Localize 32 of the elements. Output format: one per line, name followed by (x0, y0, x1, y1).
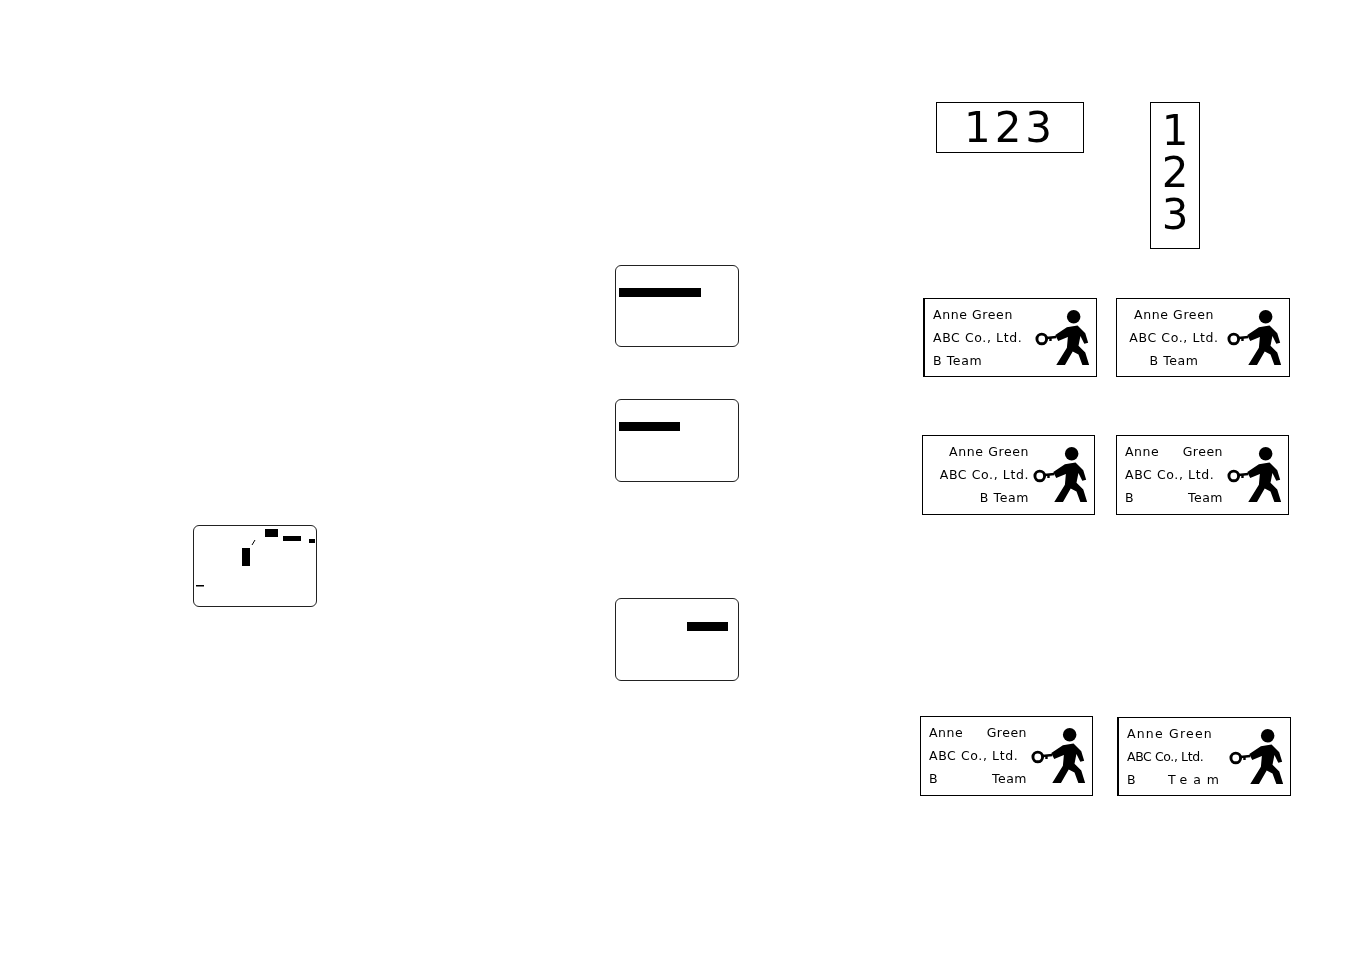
label-text: B Team (933, 353, 984, 369)
label-text: B Team (1127, 772, 1225, 788)
label-text: B Team (1148, 353, 1200, 369)
label-tape (920, 716, 1093, 796)
label-text: Anne Green (1133, 307, 1215, 323)
label-text: 123 (962, 103, 1058, 153)
lcd-screen (615, 598, 739, 681)
label-tape (1116, 435, 1289, 515)
label-tape (923, 298, 1097, 377)
label-text: ABC Co., Ltd. (929, 748, 1020, 764)
label-text: Anne Green (948, 444, 1029, 460)
label-text: 1 2 3 (1160, 105, 1190, 236)
label-tape (922, 435, 1095, 515)
lcd-screen (615, 399, 739, 482)
label-tape (1116, 298, 1290, 377)
label-text: ABC Co., Ltd. (1127, 749, 1205, 765)
label-text: ABC Co., Ltd. (938, 467, 1029, 483)
label-tape (1150, 102, 1200, 249)
label-tape (1117, 717, 1291, 796)
label-text: B Team (1125, 490, 1223, 506)
label-text: ABC Co., Ltd. (1125, 467, 1216, 483)
label-text: Anne Green (929, 725, 1027, 741)
lcd-screen (615, 265, 739, 347)
label-text: B Team (929, 771, 1027, 787)
label-text: ABC Co., Ltd. (1128, 330, 1220, 346)
label-tape (936, 102, 1084, 153)
label-text: B Team (978, 490, 1029, 506)
label-text: Anne Green (1125, 444, 1223, 460)
label-text: ABC Co., Ltd. (933, 330, 1024, 346)
label-text: Anne Green (1127, 726, 1214, 742)
lcd-screen (193, 525, 317, 607)
label-text: Anne Green (933, 307, 1014, 323)
